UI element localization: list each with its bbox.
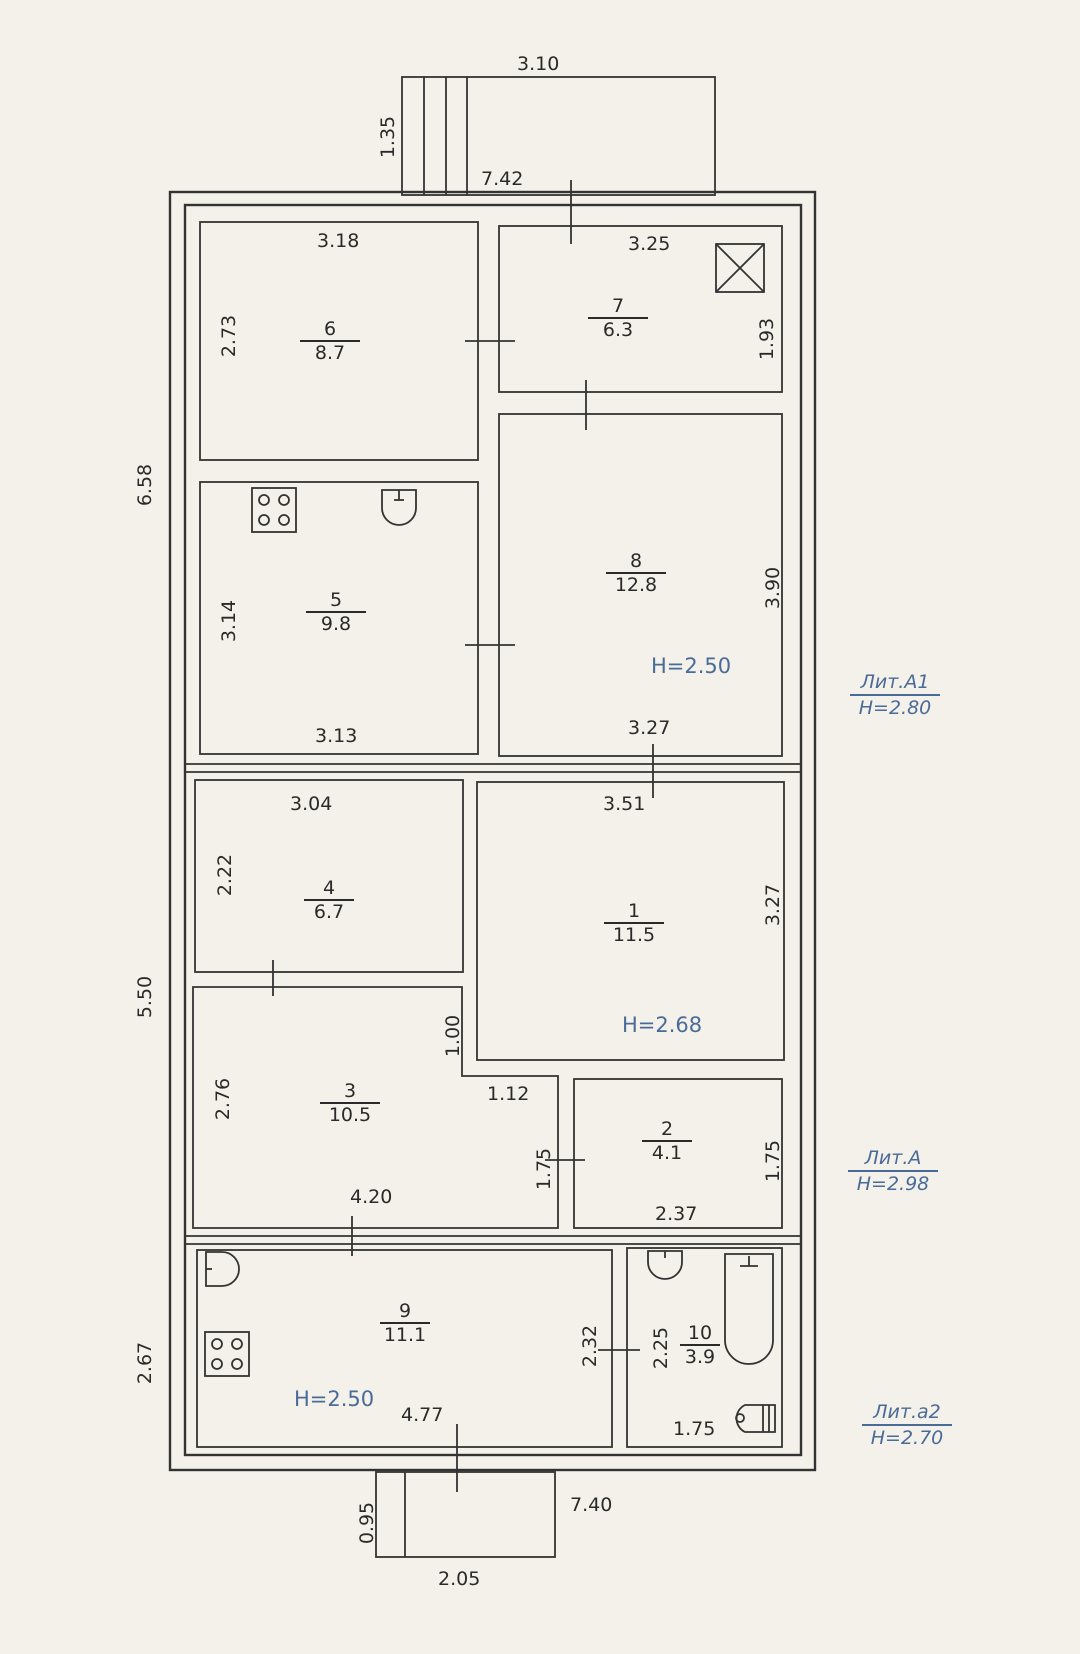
porch-bottom-depth: 0.95: [356, 1501, 379, 1545]
toilet-icon: [735, 1404, 776, 1433]
outer-left-lower: 2.67: [134, 1341, 157, 1385]
sink-icon: [381, 489, 417, 526]
room-1: [476, 781, 785, 1061]
room-6-height: 2.73: [218, 314, 241, 358]
room-8: [498, 413, 783, 757]
outer-bottom-length: 7.40: [570, 1494, 613, 1516]
room-1-width: 3.51: [603, 793, 646, 815]
porch-top: [401, 76, 716, 196]
room-3-side: 1.75: [533, 1147, 556, 1191]
room-7: [498, 225, 783, 393]
stove-icon: [204, 1331, 250, 1377]
room-3-height: 2.76: [212, 1077, 235, 1121]
room-9-width: 4.77: [401, 1404, 444, 1426]
room-5: [199, 481, 479, 755]
sink-icon: [205, 1251, 240, 1287]
doors: [272, 180, 654, 1492]
room-9: [196, 1249, 613, 1448]
room-1-height: 3.27: [762, 883, 785, 927]
room-10-width: 1.75: [673, 1418, 716, 1440]
room-3-notch-width: 1.12: [487, 1083, 530, 1105]
room-1-ceiling: H=2.68: [622, 1013, 703, 1037]
outer-top-length: 7.42: [481, 168, 524, 190]
room-9-height: 2.32: [579, 1324, 602, 1368]
outer-walls: [168, 190, 817, 1472]
room-3: [192, 986, 559, 1229]
room-10-height: 2.25: [650, 1326, 673, 1370]
room-8-width: 3.27: [628, 717, 671, 739]
room-8-ceiling: H=2.50: [651, 654, 732, 678]
room-2-width: 2.37: [655, 1203, 698, 1225]
room-2: [573, 1078, 783, 1229]
room-3-notch-height: 1.00: [442, 1014, 465, 1058]
room-2-height: 1.75: [762, 1139, 785, 1183]
room-8-height: 3.90: [762, 566, 785, 610]
ventilation-shaft-icon: [715, 243, 765, 293]
stove-icon: [251, 487, 297, 533]
outer-left-upper: 6.58: [134, 463, 157, 507]
room-5-height: 3.14: [218, 599, 241, 643]
room-5-width: 3.13: [315, 725, 358, 747]
porch-top-width: 3.10: [517, 53, 560, 75]
porch-bottom: [375, 1471, 556, 1558]
room-4-height: 2.22: [214, 853, 237, 897]
porch-bottom-width: 2.05: [438, 1568, 481, 1590]
porch-top-depth: 1.35: [377, 115, 400, 159]
bathtub-icon: [724, 1253, 774, 1365]
room-6-width: 3.18: [317, 230, 360, 252]
room-10: [626, 1247, 783, 1448]
room-4-width: 3.04: [290, 793, 333, 815]
room-3-width: 4.20: [350, 1186, 393, 1208]
outer-left-middle: 5.50: [134, 975, 157, 1019]
room-9-ceiling: H=2.50: [294, 1387, 375, 1411]
room-4: [194, 779, 464, 973]
room-7-height: 1.93: [756, 317, 779, 361]
sink-icon: [647, 1250, 683, 1280]
room-7-width: 3.25: [628, 233, 671, 255]
